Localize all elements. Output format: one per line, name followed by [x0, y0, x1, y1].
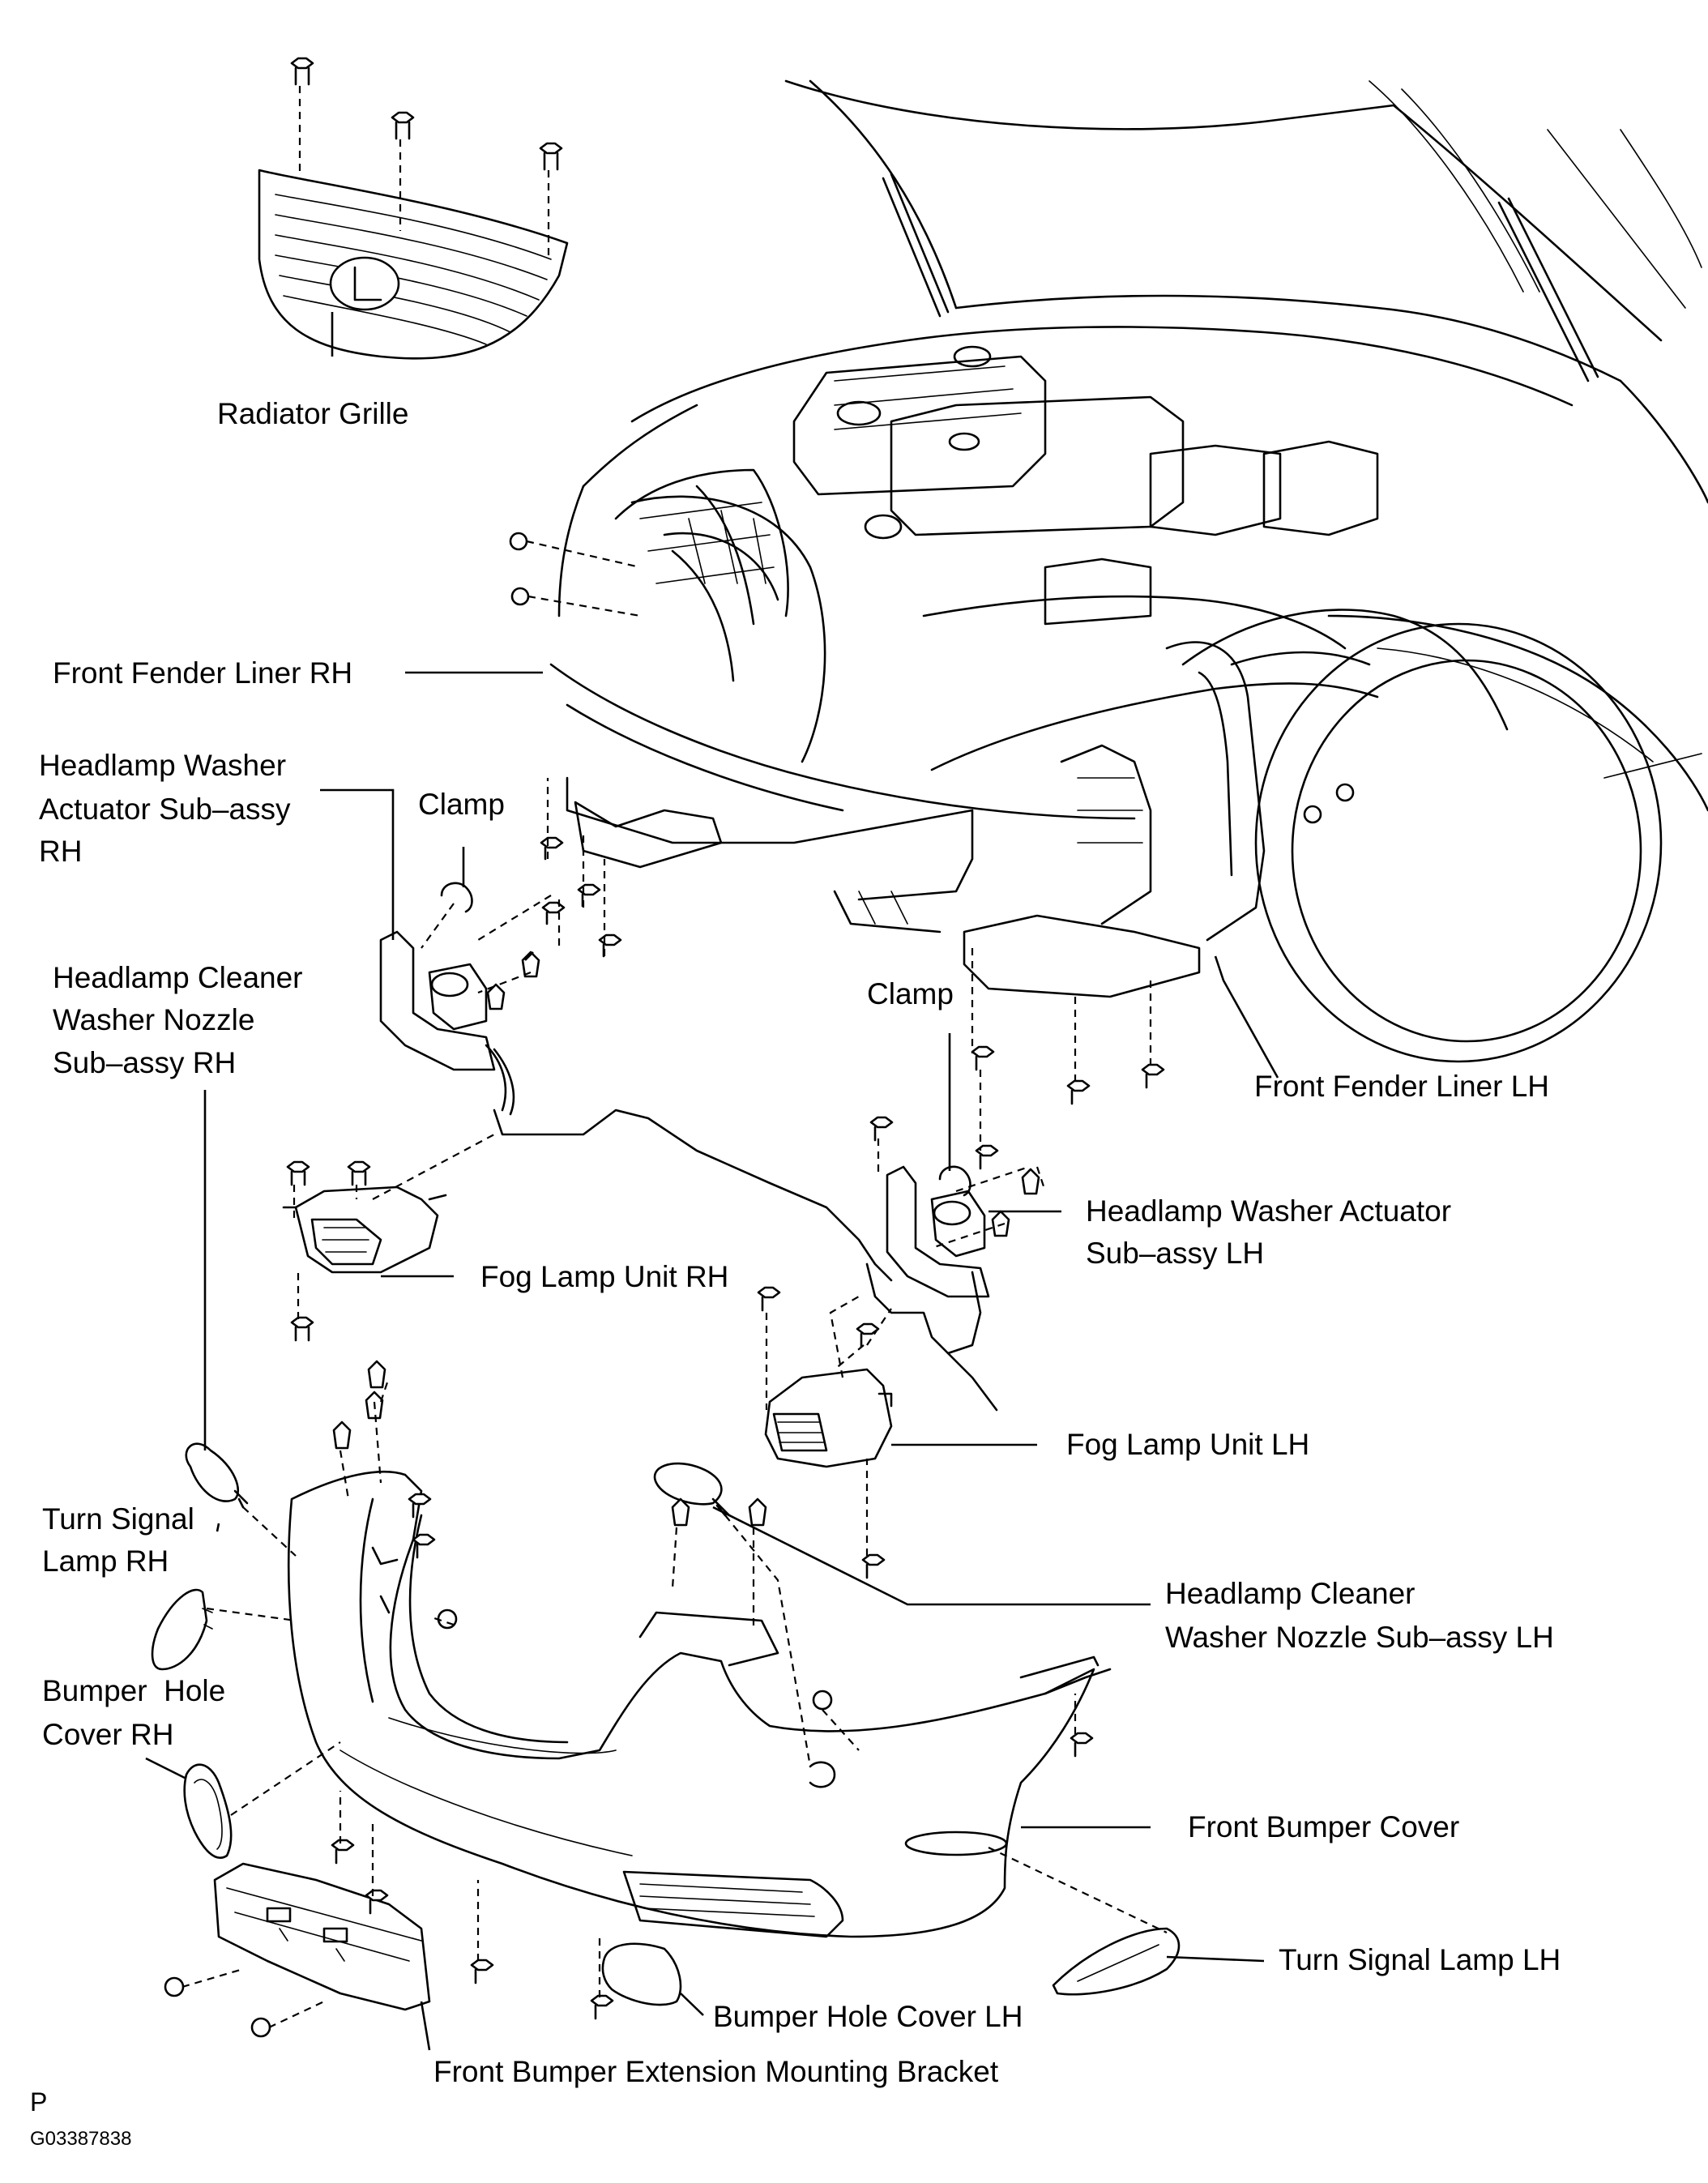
- washer-hose-3: [946, 1352, 998, 1412]
- turn-signal-lamp-rh-part: [151, 1588, 213, 1671]
- label-cleaner-nozzle-lh-line2: Washer Nozzle Sub–assy LH: [1165, 1621, 1554, 1654]
- label-extension-bracket: Front Bumper Extension Mounting Bracket: [433, 2055, 999, 2088]
- fog-lamp-lh-part: [764, 1368, 893, 1468]
- label-cleaner-nozzle-lh-line1: Headlamp Cleaner: [1165, 1577, 1416, 1610]
- label-bumper-hole-cover-rh-line1: Bumper Hole: [42, 1674, 226, 1707]
- extension-bracket-part: [213, 1862, 431, 2011]
- leader-lines: [145, 312, 1279, 2051]
- car-body-outline: [549, 79, 1708, 1063]
- label-turn-signal-lh: Turn Signal Lamp LH: [1279, 1943, 1561, 1976]
- label-turn-signal-rh-line2: Lamp RH: [42, 1544, 169, 1578]
- cleaner-nozzle-rh-part: [185, 1442, 249, 1509]
- label-clamp-lh: Clamp: [867, 977, 954, 1010]
- bumper-hole-cover-lh-part: [601, 1942, 682, 2006]
- label-washer-actuator-rh-line1: Headlamp Washer: [39, 749, 287, 782]
- label-front-bumper-cover: Front Bumper Cover: [1188, 1810, 1460, 1843]
- label-turn-signal-rh-line1: Turn Signal: [42, 1502, 194, 1536]
- footer-code: G03387838: [30, 2128, 132, 2150]
- label-front-fender-liner-lh: Front Fender Liner LH: [1254, 1070, 1550, 1103]
- label-clamp-rh: Clamp: [418, 788, 505, 821]
- label-washer-actuator-rh-line2: Actuator Sub–assy: [39, 792, 291, 826]
- fasteners: [164, 57, 1355, 2038]
- cleaner-nozzle-lh-part: [653, 1462, 731, 1517]
- turn-signal-lamp-lh-part: [1052, 1927, 1181, 1996]
- radiator-grille-part: [258, 169, 569, 360]
- washer-hose-2: [865, 1262, 982, 1355]
- front-bumper-cover-part: [287, 1470, 1112, 1938]
- fog-lamp-rh-part: [282, 1185, 447, 1274]
- clamp-rh-part: [440, 882, 473, 913]
- label-bumper-hole-cover-lh: Bumper Hole Cover LH: [713, 2000, 1023, 2033]
- label-washer-actuator-lh-line2: Sub–assy LH: [1086, 1237, 1265, 1270]
- label-front-fender-liner-rh: Front Fender Liner RH: [53, 656, 353, 690]
- footer-letter: P: [30, 2087, 48, 2117]
- label-cleaner-nozzle-rh-line3: Sub–assy RH: [53, 1046, 237, 1079]
- assembly-dashed-lines: [181, 86, 1168, 2028]
- label-bumper-hole-cover-rh-line2: Cover RH: [42, 1718, 174, 1751]
- label-cleaner-nozzle-rh-line1: Headlamp Cleaner: [53, 961, 303, 994]
- washer-actuator-rh-part: [379, 930, 515, 1116]
- washer-hose: [493, 1109, 893, 1282]
- bumper-hole-cover-rh-part: [183, 1763, 233, 1859]
- label-fog-lamp-rh: Fog Lamp Unit RH: [480, 1260, 729, 1293]
- label-washer-actuator-lh-line1: Headlamp Washer Actuator: [1086, 1194, 1452, 1228]
- label-radiator-grille: Radiator Grille: [217, 397, 409, 430]
- label-washer-actuator-rh-line3: RH: [39, 835, 83, 868]
- clamp-lh-part: [938, 1165, 971, 1197]
- label-fog-lamp-lh: Fog Lamp Unit LH: [1066, 1428, 1310, 1461]
- label-cleaner-nozzle-rh-line2: Washer Nozzle: [53, 1003, 255, 1036]
